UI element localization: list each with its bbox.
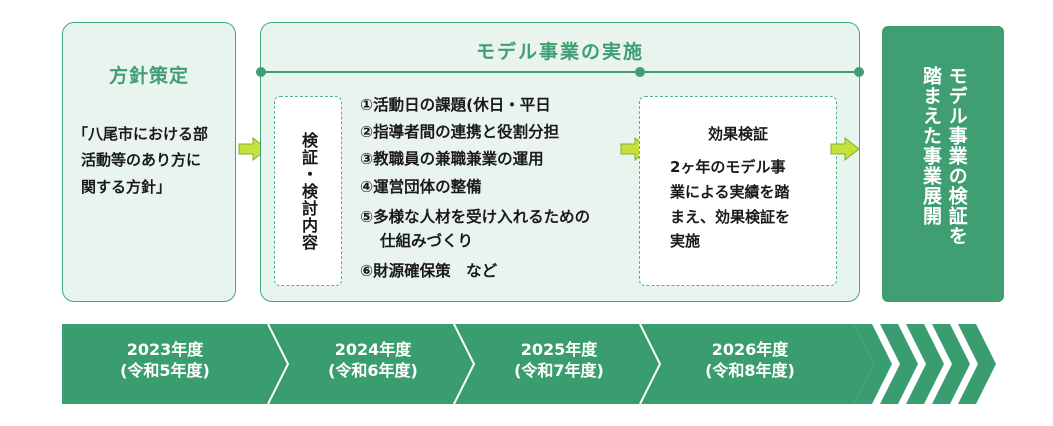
timeline-year: 2025年度 bbox=[520, 340, 598, 359]
timeline-segment-2025: 2025年度 (令和7年度) bbox=[466, 340, 652, 382]
outcome-panel: モデル事業の検証を 踏まえた事業展開 bbox=[882, 26, 1004, 302]
effect-box: 効果検証 2ヶ年のモデル事 業による実績を踏 まえ、効果検証を 実施 bbox=[639, 96, 837, 286]
policy-title: 方針策定 bbox=[108, 65, 189, 87]
outcome-line: モデル事業の検証を bbox=[945, 66, 968, 246]
review-item: 仕組みづくり bbox=[380, 232, 474, 250]
chevron-arrow-icon bbox=[880, 324, 918, 404]
model-project-title: モデル事業の実施 bbox=[475, 41, 644, 63]
policy-line: 関する方針」 bbox=[81, 177, 172, 196]
phase-dot bbox=[635, 67, 645, 77]
outcome-line: 踏まえた事業展開 bbox=[920, 66, 942, 226]
policy-text: 「八尾市における部 活動等のあり方に 関する方針」 bbox=[73, 121, 208, 200]
phase-dot bbox=[256, 67, 266, 77]
effect-text: 2ヶ年のモデル事 業による実績を踏 まえ、効果検証を 実施 bbox=[670, 155, 790, 254]
timeline-segment-2026: 2026年度 (令和8年度) bbox=[652, 340, 848, 382]
review-item: ⑤多様な人材を受け入れるための bbox=[360, 208, 591, 226]
review-label: 検証・検討内容 bbox=[299, 131, 318, 251]
review-item: ⑥財源確保策 など bbox=[360, 262, 498, 280]
chevron-arrow-icon bbox=[932, 324, 970, 404]
timeline-segment-2024: 2024年度 (令和6年度) bbox=[280, 340, 466, 382]
timeline-block bbox=[62, 324, 874, 404]
chevron-arrow-icon bbox=[906, 324, 944, 404]
timeline-era: (令和6年度) bbox=[328, 360, 418, 380]
phase-line bbox=[262, 71, 859, 73]
timeline-year: 2023年度 bbox=[126, 340, 204, 359]
chevron-arrow-icon bbox=[958, 324, 996, 404]
phase-dot bbox=[854, 67, 864, 77]
review-items-list: ①活動日の課題(休日・平日 ②指導者間の連携と役割分担 ③教職員の兼職兼業の運用… bbox=[360, 96, 630, 286]
timeline-year: 2024年度 bbox=[334, 340, 412, 359]
review-item: ④運営団体の整備 bbox=[360, 178, 482, 196]
timeline-year: 2026年度 bbox=[711, 340, 789, 359]
timeline-era: (令和7年度) bbox=[514, 360, 604, 380]
policy-line: 活動等のあり方に bbox=[81, 151, 202, 170]
timeline-era: (令和5年度) bbox=[120, 360, 210, 380]
effect-line: 2ヶ年のモデル事 bbox=[670, 158, 786, 176]
review-item: ①活動日の課題(休日・平日 bbox=[360, 96, 551, 114]
timeline-separator bbox=[453, 324, 476, 404]
timeline-bar bbox=[62, 324, 996, 404]
review-label-box: 検証・検討内容 bbox=[274, 96, 342, 286]
effect-line: 業による実績を踏 bbox=[670, 182, 790, 201]
review-item: ②指導者間の連携と役割分担 bbox=[360, 123, 560, 141]
policy-panel: 方針策定 「八尾市における部 活動等のあり方に 関する方針」 bbox=[62, 22, 236, 302]
effect-line: 実施 bbox=[670, 232, 701, 251]
chevron-arrow-icon bbox=[854, 324, 892, 404]
outcome-text: モデル事業の検証を 踏まえた事業展開 bbox=[917, 66, 968, 302]
policy-line: 「八尾市における部 bbox=[73, 125, 209, 143]
effect-line: まえ、効果検証を bbox=[670, 207, 791, 226]
timeline-separator bbox=[639, 324, 662, 404]
effect-title: 効果検証 bbox=[707, 125, 768, 143]
timeline-era: (令和8年度) bbox=[705, 360, 795, 380]
timeline-segment-2023: 2023年度 (令和5年度) bbox=[62, 340, 268, 382]
review-item: ③教職員の兼職兼業の運用 bbox=[360, 150, 544, 168]
right-arrow-icon bbox=[830, 137, 860, 161]
timeline-separator bbox=[267, 324, 290, 404]
